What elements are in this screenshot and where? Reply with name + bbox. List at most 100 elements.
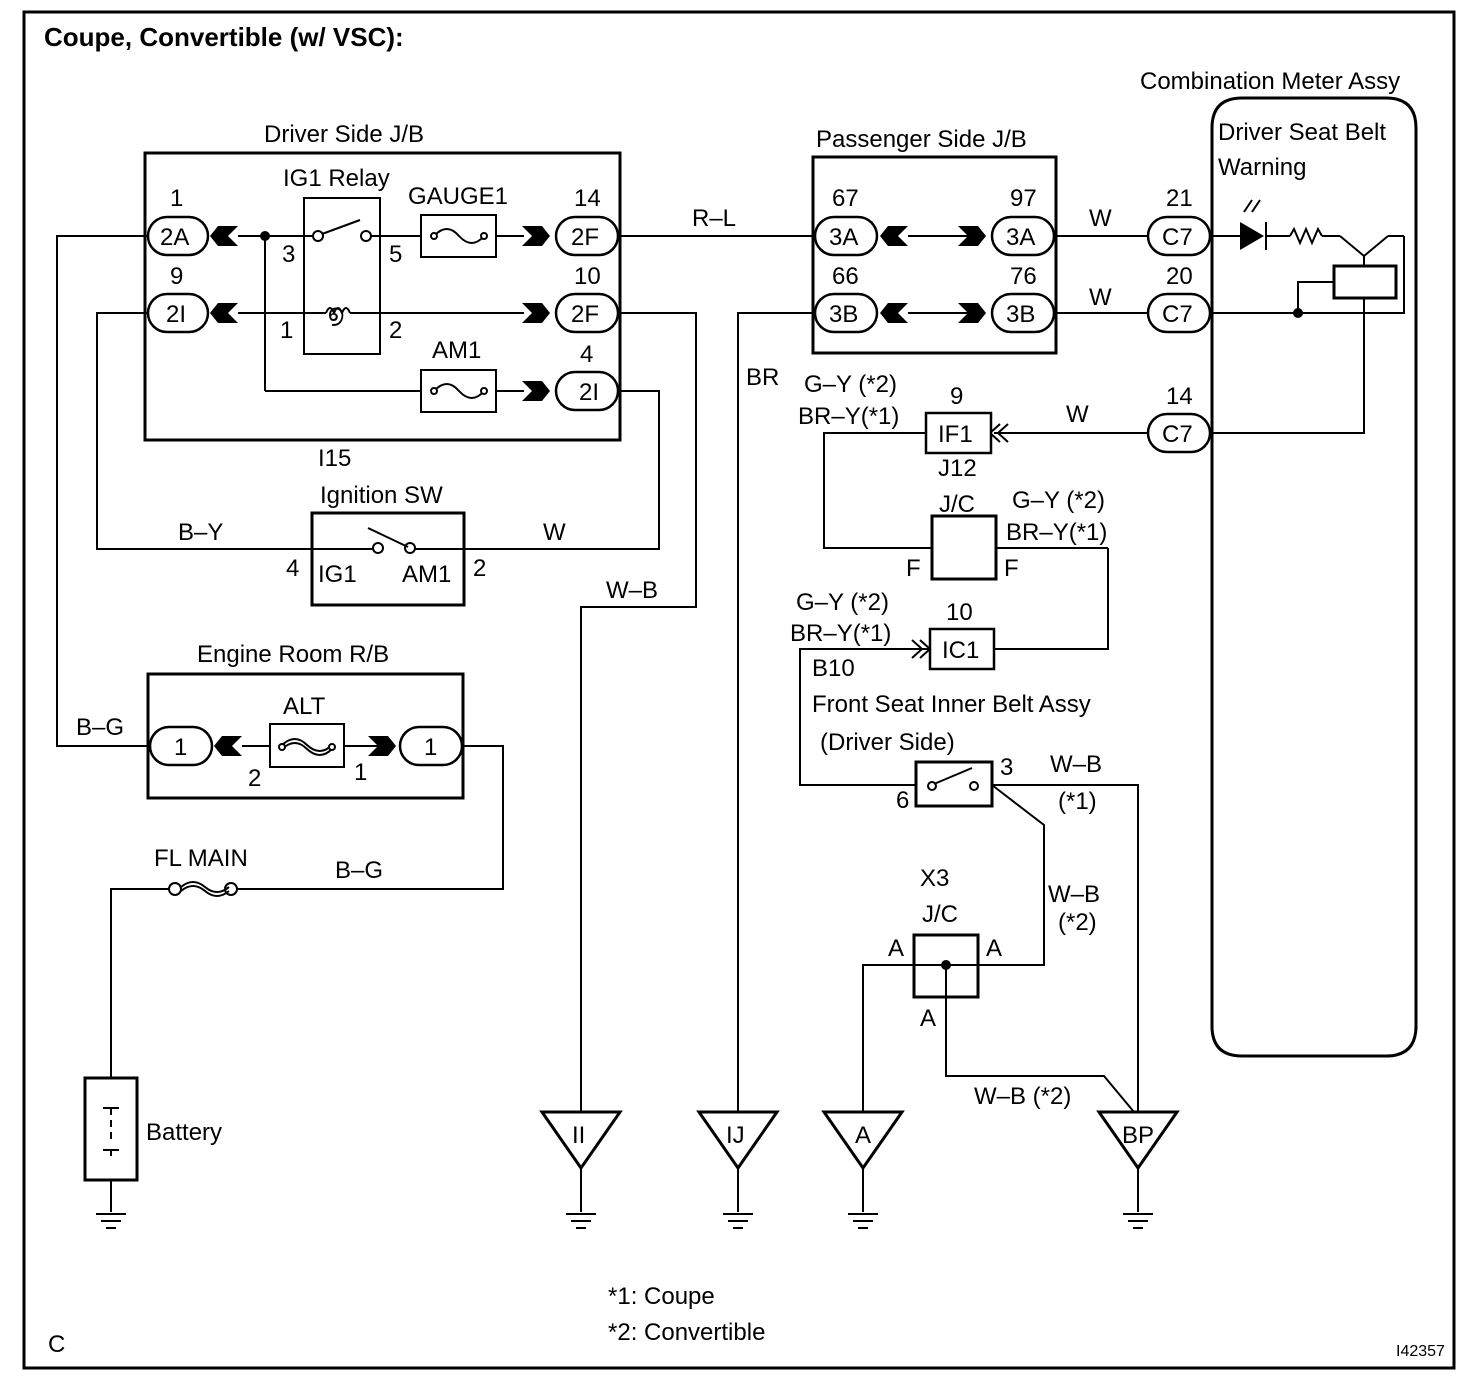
ground-ij: IJ [696,1110,780,1229]
svg-text:1: 1 [170,185,183,212]
svg-text:R–L: R–L [692,205,736,232]
svg-text:2: 2 [389,317,402,344]
svg-text:Driver Seat Belt: Driver Seat Belt [1218,119,1386,146]
svg-text:W–B: W–B [1050,751,1102,778]
ground-a: A [821,1110,905,1229]
transistor-icon [1339,235,1389,258]
svg-text:Ignition SW: Ignition SW [320,482,443,509]
svg-text:3: 3 [1000,754,1013,781]
svg-text:Battery: Battery [146,1119,222,1146]
resistor-icon [1289,226,1323,246]
svg-text:(*1): (*1) [1058,788,1097,815]
svg-text:A: A [920,1005,936,1032]
svg-text:10: 10 [574,263,601,290]
svg-text:AM1: AM1 [402,561,451,588]
svg-text:AM1: AM1 [432,337,481,364]
svg-text:B–G: B–G [76,714,124,741]
svg-text:A: A [855,1122,871,1149]
figure-id: I42357 [1396,1343,1445,1360]
ground-bp: BP [1096,1110,1180,1229]
junction-connector-j12 [930,514,998,581]
connector-ic1 [928,627,996,671]
relay-coil-icon: ൭ [327,300,344,327]
connector-2i: 2I [579,379,599,406]
svg-text:W–B: W–B [1048,881,1100,908]
svg-text:J/C: J/C [922,901,958,928]
svg-text:IG1 Relay: IG1 Relay [283,165,390,192]
svg-text:Engine Room R/B: Engine Room R/B [197,641,389,668]
svg-text:FL MAIN: FL MAIN [154,845,248,872]
svg-text:J12: J12 [938,455,977,482]
svg-text:14: 14 [1166,383,1193,410]
svg-text:Combination Meter Assy: Combination Meter Assy [1140,68,1400,95]
ig1-relay [303,197,381,355]
svg-text:ALT: ALT [283,693,326,720]
svg-text:BR: BR [746,364,779,391]
svg-text:1: 1 [280,317,293,344]
svg-text:4: 4 [580,341,593,368]
svg-text:B10: B10 [812,655,855,682]
note-convertible: *2: Convertible [608,1319,765,1346]
svg-text:3B: 3B [1006,301,1035,328]
svg-text:5: 5 [389,241,402,268]
engine-room-rb: Engine Room R/B 1 1 ALT 2 1 [146,641,465,800]
svg-text:Passenger Side J/B: Passenger Side J/B [816,126,1027,153]
svg-text:67: 67 [832,185,859,212]
svg-text:G–Y (*2): G–Y (*2) [804,371,897,398]
svg-text:BP: BP [1122,1122,1154,1149]
svg-text:W–B (*2): W–B (*2) [974,1083,1071,1110]
svg-text:W: W [1066,401,1089,428]
ground-symbol [96,1213,126,1229]
svg-text:2: 2 [473,555,486,582]
svg-text:II: II [572,1122,585,1149]
page-frame [22,10,1456,1370]
svg-text:B–Y: B–Y [178,519,223,546]
ignition-switch: Ignition SW IG1 AM1 4 2 [286,482,486,607]
svg-text:G–Y (*2): G–Y (*2) [796,589,889,616]
connector-2a: 2A [160,224,189,251]
svg-text:1: 1 [424,734,437,761]
ground-ii: II [539,1110,623,1229]
corner-label: C [48,1331,65,1358]
svg-text:C7: C7 [1162,301,1193,328]
svg-text:W–B: W–B [606,577,658,604]
warning-ic [1332,264,1398,300]
svg-text:W: W [1089,205,1112,232]
svg-text:IF1: IF1 [938,421,973,448]
led-icon [1240,222,1264,250]
svg-text:3A: 3A [1006,224,1035,251]
svg-text:GAUGE1: GAUGE1 [408,183,508,210]
svg-text:BR–Y(*1): BR–Y(*1) [1006,519,1107,546]
svg-text:1: 1 [174,734,187,761]
svg-text:21: 21 [1166,185,1193,212]
battery: Battery [83,1076,222,1182]
svg-text:G–Y (*2): G–Y (*2) [1012,487,1105,514]
svg-text:J/C: J/C [939,491,975,518]
svg-text:14: 14 [574,185,601,212]
svg-text:Warning: Warning [1218,154,1306,181]
svg-text:B–G: B–G [335,857,383,884]
front-seat-belt-switch: Front Seat Inner Belt Assy (Driver Side)… [812,691,1091,814]
svg-text:X3: X3 [920,865,949,892]
svg-text:BR–Y(*1): BR–Y(*1) [798,403,899,430]
svg-text:Driver Side J/B: Driver Side J/B [264,121,424,148]
svg-text:C7: C7 [1162,224,1193,251]
svg-text:F: F [1004,555,1019,582]
svg-text:66: 66 [832,263,859,290]
svg-text:4: 4 [286,555,299,582]
svg-text:6: 6 [896,787,909,814]
svg-text:3: 3 [282,241,295,268]
fuse-icon [433,228,485,244]
svg-text:IG1: IG1 [318,561,357,588]
svg-text:(Driver Side): (Driver Side) [820,729,955,756]
svg-text:IJ: IJ [726,1122,745,1149]
svg-text:W: W [1089,284,1112,311]
svg-text:Front Seat Inner Belt Assy: Front Seat Inner Belt Assy [812,691,1091,718]
connector-2f: 2F [571,224,599,251]
note-coupe: *1: Coupe [608,1283,715,1310]
connector-2f: 2F [571,301,599,328]
connector-i15-label: I15 [318,445,351,472]
fl-main-fuse: FL MAIN [154,845,248,897]
svg-text:9: 9 [950,383,963,410]
